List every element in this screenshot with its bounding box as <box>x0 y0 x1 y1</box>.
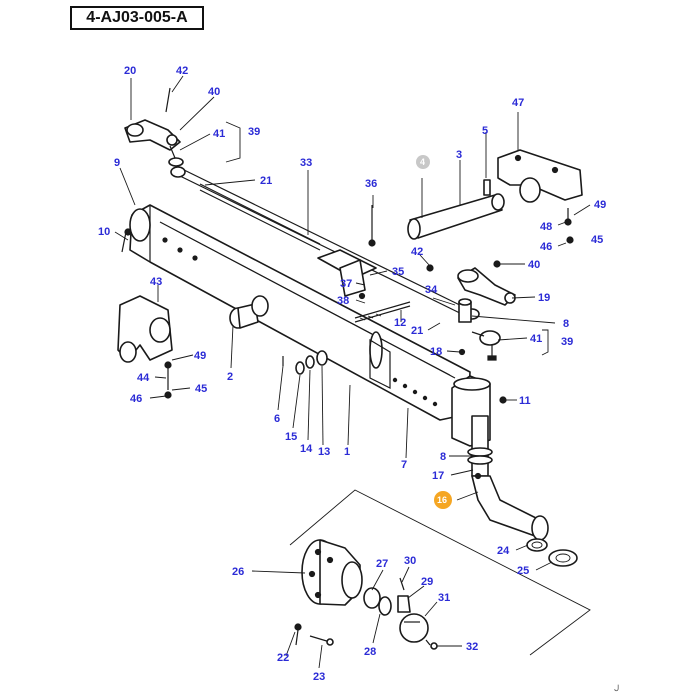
front-support-bracket <box>497 149 583 203</box>
callout-21b: 21 <box>411 325 423 337</box>
callout-3: 3 <box>456 149 462 161</box>
callout-8b: 8 <box>440 451 446 463</box>
callout-37: 37 <box>340 278 352 290</box>
callout-40b: 40 <box>528 259 540 271</box>
callout-49b: 49 <box>194 350 206 362</box>
diagram-code-label: 4-AJ03-005-A <box>70 6 204 30</box>
callout-7: 7 <box>401 459 407 471</box>
callout-14: 14 <box>300 443 313 455</box>
callout-4: 4 <box>420 157 425 167</box>
callout-46b: 46 <box>130 393 142 405</box>
hub-cap <box>399 613 429 643</box>
callout-25: 25 <box>517 565 529 577</box>
callout-12: 12 <box>394 317 406 329</box>
callout-26: 26 <box>232 566 244 578</box>
callout-1: 1 <box>344 446 350 458</box>
hub-nut <box>397 577 411 613</box>
pivot-pin <box>407 179 505 240</box>
callout-48: 48 <box>540 221 552 233</box>
callout-19: 19 <box>538 292 550 304</box>
callout-10: 10 <box>98 226 110 238</box>
callout-42: 42 <box>176 65 188 77</box>
callout-42b: 42 <box>411 246 423 258</box>
callout-41b: 41 <box>530 333 542 345</box>
seal <box>378 596 392 616</box>
callout-16-marker: 16 <box>434 491 452 509</box>
grease-nipple <box>425 639 438 650</box>
callout-24: 24 <box>497 545 510 557</box>
tie-rod <box>170 166 480 320</box>
callout-labels: 20 42 40 41 39 9 33 21 47 5 4 3 49 48 46… <box>98 65 606 683</box>
callout-16: 16 <box>437 495 447 505</box>
callout-39b: 39 <box>561 336 573 348</box>
callout-8: 8 <box>563 318 569 330</box>
wheel-stud <box>309 635 334 646</box>
callout-32: 32 <box>466 641 478 653</box>
axle-beam-holes <box>162 237 438 407</box>
adjuster-rod <box>354 301 411 323</box>
callout-4-marker: 4 <box>416 155 430 169</box>
spindle <box>467 415 549 541</box>
wheel-bolt <box>294 623 302 646</box>
callout-9: 9 <box>114 157 120 169</box>
callout-35: 35 <box>392 266 404 278</box>
callout-30: 30 <box>404 555 416 567</box>
callout-18: 18 <box>430 346 442 358</box>
callout-23: 23 <box>313 671 325 683</box>
callout-11: 11 <box>519 395 531 407</box>
callout-31: 31 <box>438 592 450 604</box>
callout-45b: 45 <box>195 383 207 395</box>
hub-group-frame <box>289 489 591 656</box>
callout-34: 34 <box>425 284 438 296</box>
callout-27: 27 <box>376 558 388 570</box>
callout-49: 49 <box>594 199 606 211</box>
axle-beam <box>129 204 491 447</box>
bushings <box>229 295 269 329</box>
callout-2: 2 <box>227 371 233 383</box>
footer-mark: ل <box>614 685 620 692</box>
callout-6: 6 <box>274 413 280 425</box>
left-steering-arm <box>124 119 184 167</box>
callout-33: 33 <box>300 157 312 169</box>
callout-36: 36 <box>365 178 377 190</box>
callout-41: 41 <box>213 128 225 140</box>
callout-21: 21 <box>260 175 272 187</box>
callout-44: 44 <box>137 372 150 384</box>
callout-38: 38 <box>337 295 349 307</box>
callout-43: 43 <box>150 276 162 288</box>
wheel-hub <box>301 539 363 606</box>
callout-22: 22 <box>277 652 289 664</box>
callout-39: 39 <box>248 126 260 138</box>
leader-lines <box>114 75 591 669</box>
callout-17: 17 <box>432 470 444 482</box>
hub-washers <box>526 538 578 567</box>
tie-rod-clamp <box>317 249 377 297</box>
bearing <box>363 587 381 609</box>
callout-40: 40 <box>208 86 220 98</box>
callout-29: 29 <box>421 576 433 588</box>
callout-20: 20 <box>124 65 136 77</box>
right-tie-rod-end <box>471 330 501 361</box>
washer-stack <box>282 350 328 375</box>
callout-28: 28 <box>364 646 376 658</box>
callout-47: 47 <box>512 97 524 109</box>
callout-45: 45 <box>591 234 603 246</box>
callout-15: 15 <box>285 431 297 443</box>
kingpin <box>458 298 472 323</box>
callout-13: 13 <box>318 446 330 458</box>
callout-5: 5 <box>482 125 488 137</box>
rear-support-bracket <box>117 295 173 363</box>
callout-46: 46 <box>540 241 552 253</box>
